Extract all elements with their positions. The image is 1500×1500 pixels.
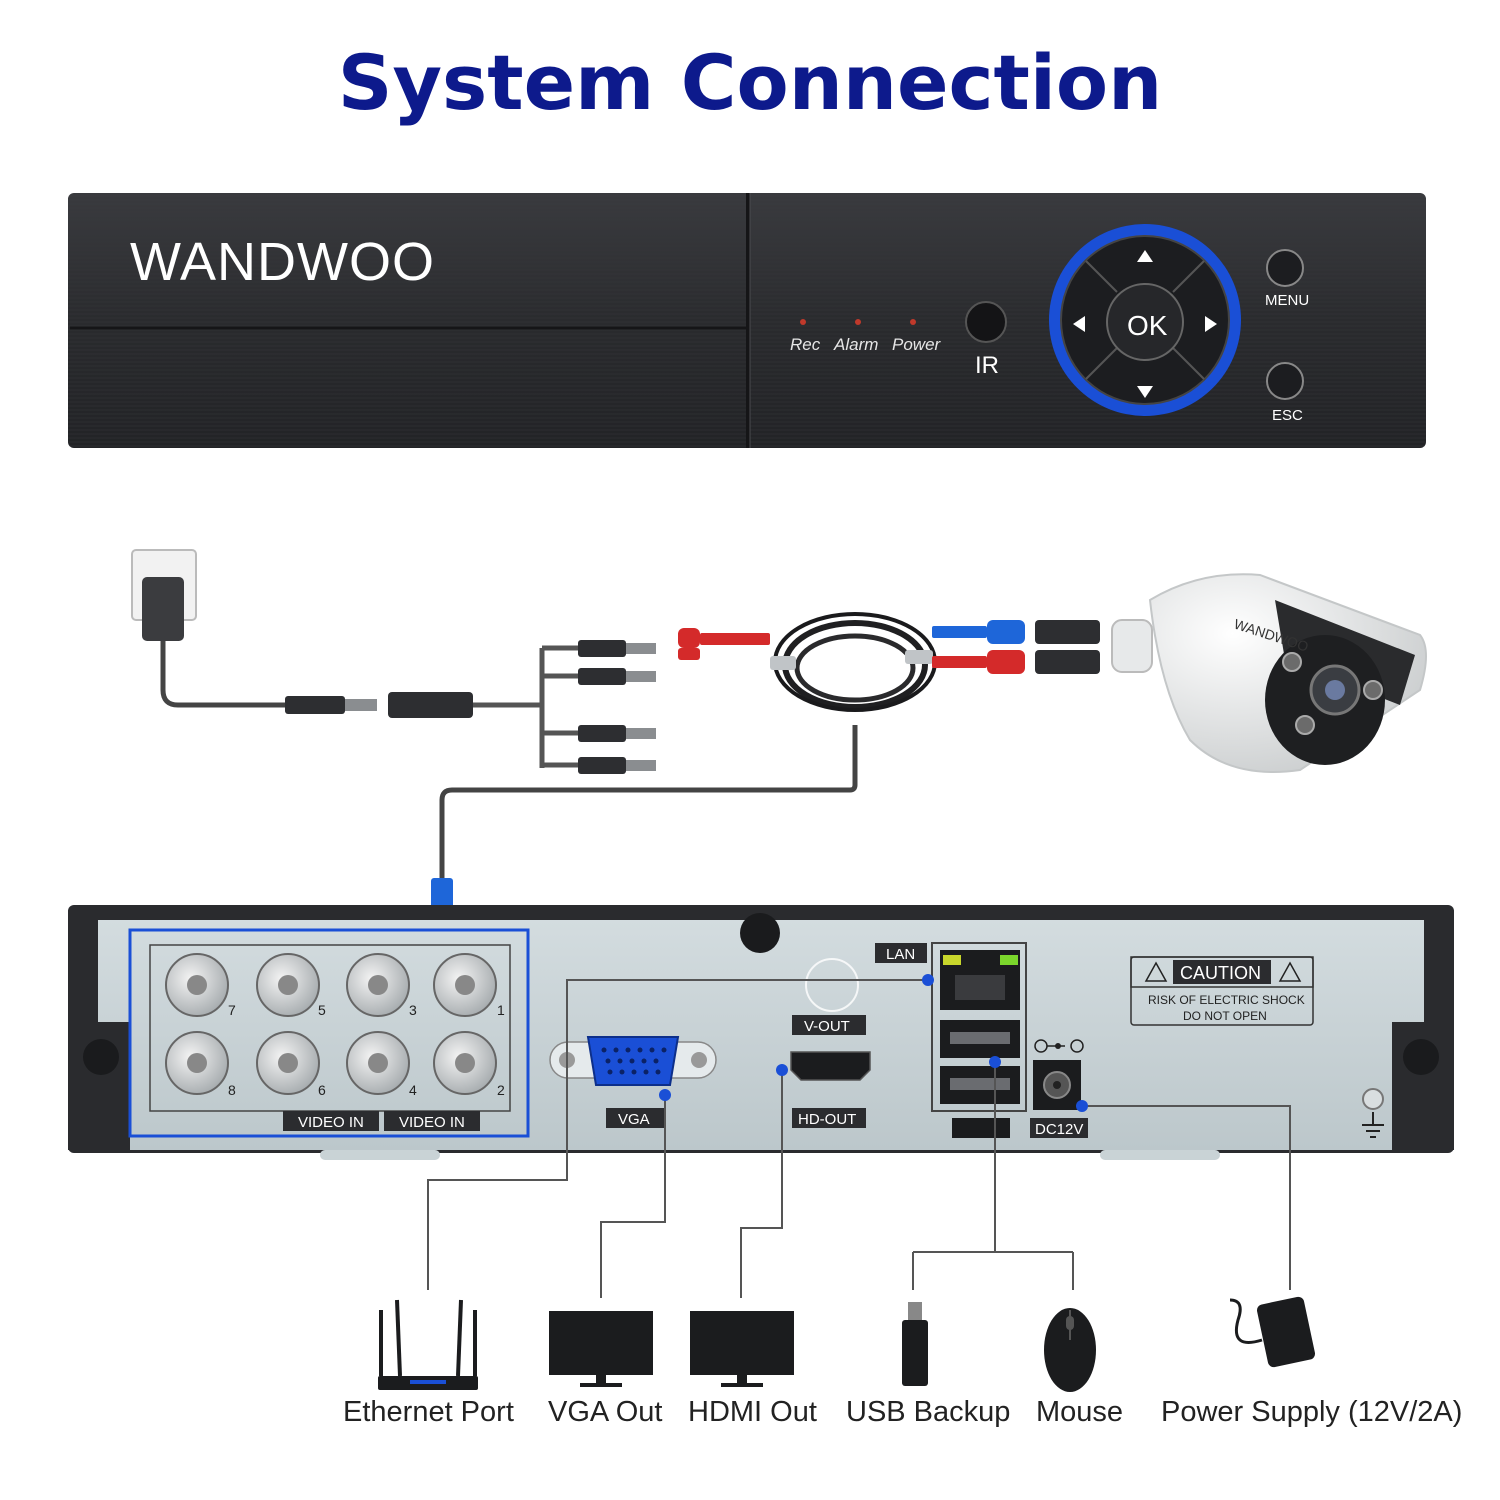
dc12v-label: DC12V xyxy=(1035,1121,1083,1138)
video-in-label: VIDEO IN xyxy=(399,1114,465,1131)
indicator-power: Power xyxy=(892,335,942,354)
bnc-number: 7 xyxy=(228,1002,236,1018)
device-label-usb: USB Backup xyxy=(846,1396,1011,1428)
router-icon xyxy=(378,1299,478,1390)
caution-line-2: DO NOT OPEN xyxy=(1183,1009,1267,1023)
dvr-brand-logo: WANDWOO xyxy=(130,232,435,292)
power-adapter-icon xyxy=(1229,1296,1316,1368)
ok-label: OK xyxy=(1127,310,1168,341)
bnc-port[interactable] xyxy=(346,1031,410,1095)
siamese-cable-coil xyxy=(431,612,937,936)
warning-icon xyxy=(1278,961,1302,982)
connection-dots xyxy=(659,974,1088,1112)
esc-label: ESC xyxy=(1272,407,1303,424)
power-led xyxy=(910,319,916,325)
camera-leads xyxy=(932,620,1100,674)
v-out-label: V-OUT xyxy=(804,1018,850,1035)
power-splitter-cable xyxy=(131,549,656,774)
device-label-vga: VGA Out xyxy=(548,1396,663,1428)
caution-line-1: RISK OF ELECTRIC SHOCK xyxy=(1148,993,1305,1007)
bnc-port[interactable] xyxy=(256,1031,320,1095)
bnc-port[interactable] xyxy=(165,953,229,1017)
bnc-port[interactable] xyxy=(256,953,320,1017)
bnc-number: 8 xyxy=(228,1082,236,1098)
bullet-camera: WANDWOO xyxy=(1111,573,1427,773)
monitor-icon xyxy=(690,1311,794,1387)
caution-label: CAUTION RISK OF ELECTRIC SHOCK DO NOT OP… xyxy=(1130,956,1314,1026)
dvr-front-panel: WANDWOO Rec Alarm Power IR OK MENU ESC xyxy=(68,193,1426,448)
ok-button[interactable] xyxy=(1106,283,1184,361)
warning-icon xyxy=(1144,961,1168,982)
device-label-ethernet: Ethernet Port xyxy=(343,1396,514,1428)
indicator-alarm: Alarm xyxy=(833,335,878,354)
page-title: System Connection xyxy=(337,38,1163,127)
left-arrow-icon[interactable] xyxy=(1073,316,1085,332)
usb-port[interactable] xyxy=(940,1020,1020,1058)
right-arrow-icon[interactable] xyxy=(1205,316,1217,332)
lan-label: LAN xyxy=(886,946,915,963)
bnc-number: 4 xyxy=(409,1082,417,1098)
bnc-number: 6 xyxy=(318,1082,326,1098)
video-in-label: VIDEO IN xyxy=(298,1114,364,1131)
menu-button[interactable] xyxy=(1266,249,1304,287)
hdmi-port[interactable] xyxy=(790,1051,871,1081)
ir-sensor xyxy=(965,301,1007,343)
vga-port[interactable] xyxy=(549,1036,717,1086)
connection-lines xyxy=(427,979,1291,1298)
bnc-port[interactable] xyxy=(433,953,497,1017)
esc-button[interactable] xyxy=(1266,362,1304,400)
plug-icon xyxy=(142,577,184,641)
screw-icon xyxy=(1403,1039,1439,1075)
menu-label: MENU xyxy=(1265,292,1309,309)
usb-port[interactable] xyxy=(940,1066,1020,1104)
v-out-jack[interactable] xyxy=(805,958,859,1012)
bnc-number: 2 xyxy=(497,1082,505,1098)
screw-icon xyxy=(740,913,780,953)
dc-polarity-icon xyxy=(1034,1039,1084,1053)
indicator-rec: Rec xyxy=(790,335,821,354)
up-arrow-icon[interactable] xyxy=(1137,250,1153,262)
down-arrow-icon[interactable] xyxy=(1137,386,1153,398)
ground-terminal-icon xyxy=(1362,1088,1384,1138)
bnc-number: 3 xyxy=(409,1002,417,1018)
vga-label: VGA xyxy=(618,1111,650,1128)
alarm-led xyxy=(855,319,861,325)
monitor-icon xyxy=(549,1311,653,1387)
bnc-port[interactable] xyxy=(346,953,410,1017)
caution-title: CAUTION xyxy=(1180,963,1261,983)
bnc-port[interactable] xyxy=(165,1031,229,1095)
screw-icon xyxy=(83,1039,119,1075)
ir-label: IR xyxy=(975,352,999,379)
device-label-power: Power Supply (12V/2A) xyxy=(1161,1396,1463,1428)
bnc-port[interactable] xyxy=(433,1031,497,1095)
hd-out-label: HD-OUT xyxy=(798,1111,856,1128)
bnc-number: 5 xyxy=(318,1002,326,1018)
device-label-mouse: Mouse xyxy=(1036,1396,1124,1428)
lan-port[interactable] xyxy=(940,950,1020,1010)
bnc-number: 1 xyxy=(497,1002,505,1018)
video-in-highlight xyxy=(128,928,530,1138)
device-label-hdmi: HDMI Out xyxy=(688,1396,817,1428)
rec-led xyxy=(800,319,806,325)
dvr-rear-panel: 7 5 3 1 8 6 4 2 VIDEO IN VIDEO IN VGA V xyxy=(68,905,1454,1160)
usb-drive-icon xyxy=(902,1302,928,1386)
mouse-icon xyxy=(1044,1308,1096,1392)
